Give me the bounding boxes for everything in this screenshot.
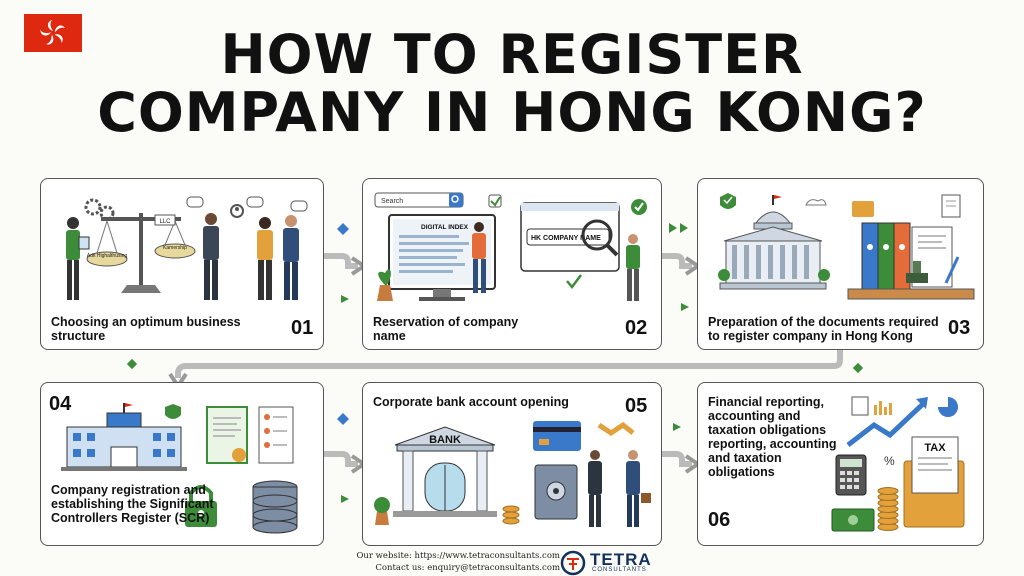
brand-name: TETRA: [590, 550, 652, 569]
padlock-icon: [185, 485, 217, 527]
step-number-03: 03: [948, 317, 971, 339]
binders-icon: [861, 222, 911, 292]
bank-sign-label: BANK: [429, 434, 461, 446]
triangle-decoration-icon: [341, 295, 349, 303]
step-number-05: 05: [625, 395, 648, 417]
footer-contact-block: Our website: https://www.tetraconsultant…: [356, 550, 560, 574]
triangle-decoration-icon: [673, 423, 681, 431]
hk-company-name-label: HK COMPANY NAME: [531, 235, 601, 242]
flow-arrow-1-2: [322, 253, 366, 276]
footer: Our website: https://www.tetraconsultant…: [0, 550, 1024, 576]
hong-kong-flag-icon: [24, 14, 82, 52]
step-label-02: Reservation of company name: [373, 315, 519, 343]
page-title: HOW TO REGISTER COMPANY IN HONG KONG?: [0, 26, 1024, 142]
flow-arrow-5-6: [660, 451, 700, 474]
tax-label: TAX: [924, 442, 946, 454]
triangle-decoration-icon: [681, 303, 689, 311]
step-number-01: 01: [291, 317, 314, 339]
footer-website[interactable]: Our website: https://www.tetraconsultant…: [356, 551, 560, 561]
diamond-decoration-icon: [852, 362, 864, 374]
step-label-06: Financial reporting, accounting and taxa…: [708, 395, 837, 479]
card-icon: [533, 421, 581, 451]
money-icon: [831, 508, 875, 532]
flow-arrow-4-5: [322, 451, 366, 474]
title-line-2: COMPANY IN HONG KONG?: [97, 81, 927, 144]
double-triangle-decoration-icon: [669, 223, 688, 233]
scale-left-label: Adk Highalthusing: [87, 253, 128, 259]
step-number-02: 02: [625, 317, 648, 339]
step-label-05: Corporate bank account opening: [373, 395, 569, 409]
step-label-04: Company registration and establishing th…: [51, 483, 214, 525]
monitor-icon: Search DIGITAL INDEX HK COMPANY NAME: [374, 192, 647, 301]
stamp-icon: [906, 261, 928, 283]
step-card-06: Financial reporting, accounting and taxa…: [697, 382, 984, 546]
government-building-icon: [718, 193, 975, 300]
step-card-01: Adk Highalthusing Kamership LLC Choosing…: [40, 178, 324, 350]
step-card-02: Search DIGITAL INDEX HK COMPANY NAME Res…: [362, 178, 662, 350]
brand-subtitle: CONSULTANTS: [592, 567, 647, 573]
step-card-04: 04 Company registration and establi: [40, 382, 324, 546]
step-label-03: Preparation of the documents required to…: [708, 315, 939, 343]
magnifier-icon: [581, 219, 619, 257]
people-icon: [230, 204, 244, 218]
step-number-04: 04: [49, 393, 72, 415]
building-icon: [61, 403, 298, 534]
search-placeholder: Search: [381, 198, 403, 205]
scale-llc-label: LLC: [159, 219, 171, 225]
tetra-logo-icon: [560, 550, 586, 576]
scale-right-label: Kamership: [163, 245, 187, 251]
diamond-decoration-icon: [337, 223, 349, 235]
diamond-decoration-icon: [126, 358, 138, 370]
scale-icon: Adk Highalthusing Kamership LLC: [66, 196, 308, 300]
certificate-icon: [206, 406, 248, 464]
flow-arrow-2-3: [660, 253, 700, 276]
percent-icon: %: [884, 454, 895, 468]
bank-icon: BANK: [374, 421, 651, 527]
chart-icon: % TAX: [831, 396, 965, 532]
step-label-01: Choosing an optimum business structure: [51, 315, 241, 343]
diamond-decoration-icon: [337, 413, 349, 425]
gear-icon: [84, 198, 115, 221]
calculator-icon: [835, 454, 867, 496]
step-number-06: 06: [708, 509, 731, 531]
title-line-1: HOW TO REGISTER: [220, 23, 804, 86]
step-card-05: Corporate bank account opening 05 BANK: [362, 382, 662, 546]
database-icon: [252, 480, 298, 534]
footer-contact-email[interactable]: Contact us: enquiry@tetraconsultants.com: [375, 563, 560, 573]
tax-folder-icon: TAX: [903, 436, 965, 528]
step-card-03: Preparation of the documents required to…: [697, 178, 984, 350]
safe-icon: [534, 464, 578, 520]
digital-index-label: DIGITAL INDEX: [421, 224, 469, 231]
handshake-icon: [597, 421, 635, 437]
triangle-decoration-icon: [341, 495, 349, 503]
